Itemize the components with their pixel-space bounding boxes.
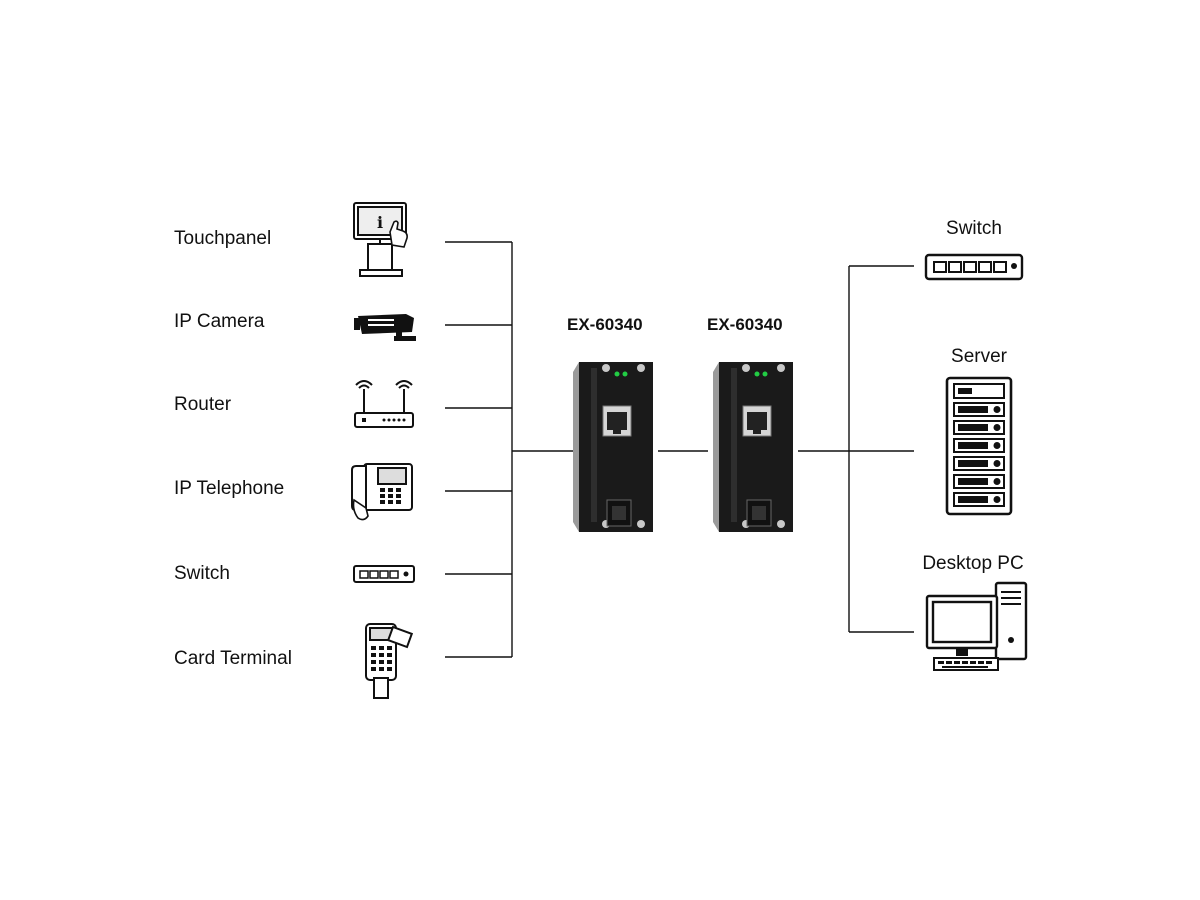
led-icon	[754, 371, 760, 377]
screw-icon	[777, 520, 785, 528]
label-ip-camera: IP Camera	[174, 311, 265, 332]
screw-icon	[777, 364, 785, 372]
rj45-port-icon	[602, 405, 632, 437]
media-converter-2	[713, 362, 793, 532]
touchpanel-icon: i	[353, 202, 408, 277]
led-icon	[762, 371, 768, 377]
media-converter-1	[573, 362, 653, 532]
svg-text:i: i	[377, 213, 383, 232]
led-icon	[622, 371, 628, 377]
label-router: Router	[174, 394, 232, 415]
screw-icon	[637, 364, 645, 372]
switch-icon	[353, 565, 415, 583]
rj45-port-icon	[742, 405, 772, 437]
label-desktop-pc: Desktop PC	[922, 553, 1024, 574]
screw-icon	[602, 364, 610, 372]
converter-1-model: EX-60340	[567, 315, 643, 334]
sfp-port-icon	[606, 499, 632, 527]
label-switch-left: Switch	[174, 563, 230, 584]
router-icon	[354, 380, 414, 428]
label-server: Server	[951, 346, 1007, 367]
label-switch-right: Switch	[946, 218, 1002, 239]
label-card-terminal: Card Terminal	[174, 648, 292, 669]
label-touchpanel: Touchpanel	[174, 228, 272, 249]
led-icon	[614, 371, 620, 377]
label-ip-telephone: IP Telephone	[174, 478, 285, 499]
card-terminal-icon	[365, 623, 414, 699]
converter-2-model: EX-60340	[707, 315, 783, 334]
ip-camera-icon	[354, 314, 416, 341]
desktop-pc-icon	[925, 581, 1028, 671]
screw-icon	[742, 364, 750, 372]
switch-icon	[924, 253, 1024, 281]
ip-telephone-icon	[351, 463, 413, 521]
screw-icon	[637, 520, 645, 528]
server-icon	[945, 376, 1013, 516]
sfp-port-icon	[746, 499, 772, 527]
